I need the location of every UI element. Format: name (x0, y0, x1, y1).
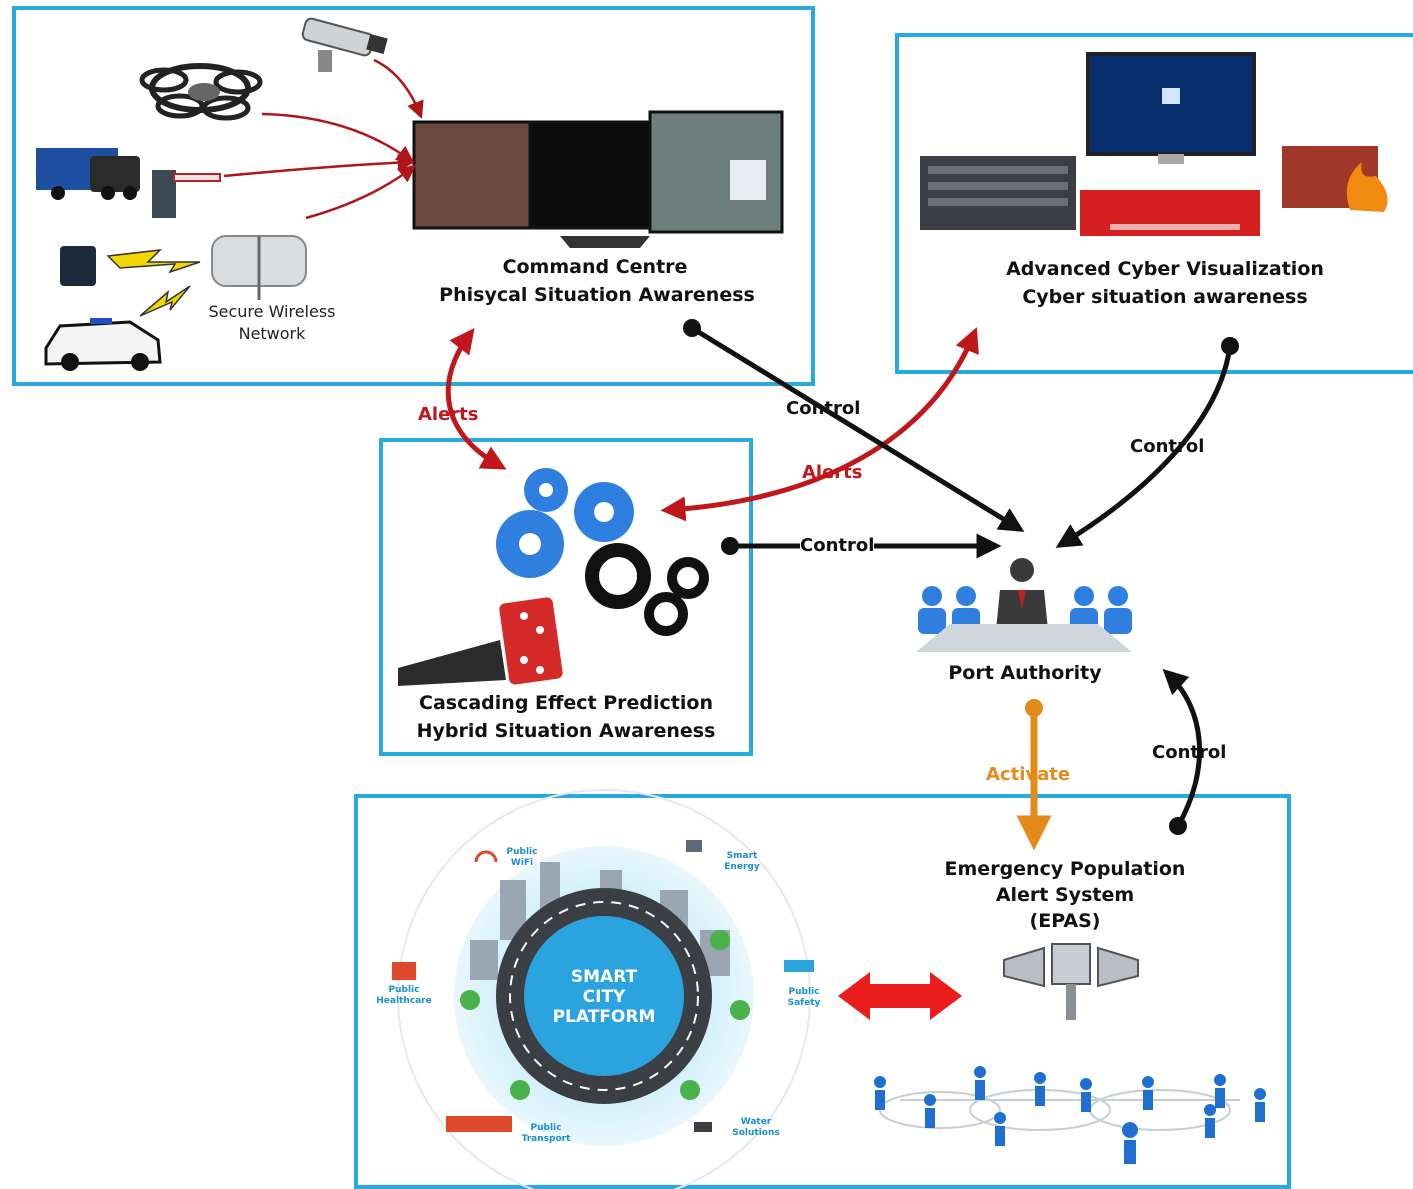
control-epas-arrow (1162, 668, 1202, 828)
svg-text:Safety: Safety (788, 998, 821, 1008)
cyber-title-line-2: Cyber situation awareness (1022, 286, 1308, 308)
cascade-title-line-2: Hybrid Situation Awareness (416, 720, 716, 742)
firewall-appliance-icon (1080, 190, 1260, 236)
control-command-arrow (690, 325, 1025, 532)
server-rack-icon (920, 156, 1076, 230)
service-public-safety: Public Safety (784, 960, 821, 1008)
dominoes-icon (398, 597, 563, 686)
service-public-healthcare: Public Healthcare (376, 962, 432, 1006)
alerts-cascade-cyber-arrow (660, 327, 979, 522)
camera-feed-arrow (373, 58, 424, 119)
cascade-title-line-1: Cascading Effect Prediction (419, 692, 713, 714)
svg-text:Transport: Transport (522, 1134, 571, 1144)
service-smart-energy: Smart Energy (686, 840, 760, 872)
blue-gears-icon (496, 468, 634, 578)
bidirectional-link-arrow (838, 972, 962, 1020)
platform-line-1: SMART (571, 967, 638, 987)
command-title-line-1: Command Centre (502, 256, 688, 278)
service-public-transport: Public Transport (446, 1116, 571, 1144)
svg-text:Solutions: Solutions (732, 1128, 780, 1138)
svg-text:Water: Water (741, 1117, 772, 1127)
siren-icon (1003, 943, 1139, 1020)
cctv-camera-icon (301, 17, 388, 72)
platform-line-2: CITY (583, 987, 626, 1007)
alerts-command-cascade-arrow (445, 328, 507, 470)
svg-text:Smart: Smart (727, 851, 758, 861)
wireless-feed-arrow (305, 164, 417, 220)
barrier-feed-arrow (223, 153, 416, 178)
alerts-label-command: Alerts (418, 404, 479, 425)
control-label-cascade: Control (800, 535, 875, 556)
police-car-icon (44, 318, 162, 371)
service-public-wifi: Public WiFi (474, 847, 538, 868)
epas-title-line-1: Emergency Population (944, 858, 1186, 880)
drone-feed-arrow (261, 112, 415, 164)
command-centre-monitors (412, 110, 784, 248)
smart-city-illustration (397, 789, 811, 1189)
epas-title-line-3: (EPAS) (1029, 910, 1101, 932)
svg-text:Public: Public (531, 1123, 562, 1133)
svg-text:Public: Public (789, 987, 820, 997)
firewall-icon (1282, 146, 1388, 212)
cyber-title-line-1: Advanced Cyber Visualization (1006, 258, 1324, 280)
drone-icon (139, 63, 263, 121)
people-network-icon (874, 1066, 1266, 1164)
control-cyber-arrow (1055, 345, 1233, 548)
platform-line-3: PLATFORM (553, 1007, 656, 1027)
svg-text:Healthcare: Healthcare (376, 996, 431, 1006)
svg-text:Public: Public (507, 847, 538, 857)
wireless-antenna-icon (211, 235, 307, 300)
activate-label: Activate (986, 764, 1071, 785)
black-gears-icon (585, 543, 709, 636)
port-authority-icon (916, 558, 1132, 652)
epas-title-line-2: Alert System (995, 884, 1135, 906)
port-authority-label: Port Authority (948, 662, 1102, 684)
gate-barrier-icon (152, 170, 221, 218)
control-label-cyber: Control (1130, 436, 1205, 457)
lightning-icon (106, 249, 201, 274)
service-water-solutions: Water Solutions (694, 1117, 780, 1138)
network-label-line-2: Network (238, 324, 306, 343)
svg-text:WiFi: WiFi (511, 858, 533, 868)
alerts-label-cascade: Alerts (802, 462, 863, 483)
network-label-line-1: Secure Wireless (208, 302, 336, 321)
control-label-epas: Control (1152, 742, 1227, 763)
svg-text:Energy: Energy (724, 862, 760, 872)
truck-icon (36, 148, 140, 200)
control-label-command: Control (786, 398, 861, 419)
cyber-monitor-icon (1086, 52, 1256, 164)
command-title-line-2: Phisycal Situation Awareness (439, 284, 755, 306)
tablet-icon (60, 246, 96, 286)
svg-text:Public: Public (389, 985, 420, 995)
lightning-icon-2 (139, 285, 191, 317)
